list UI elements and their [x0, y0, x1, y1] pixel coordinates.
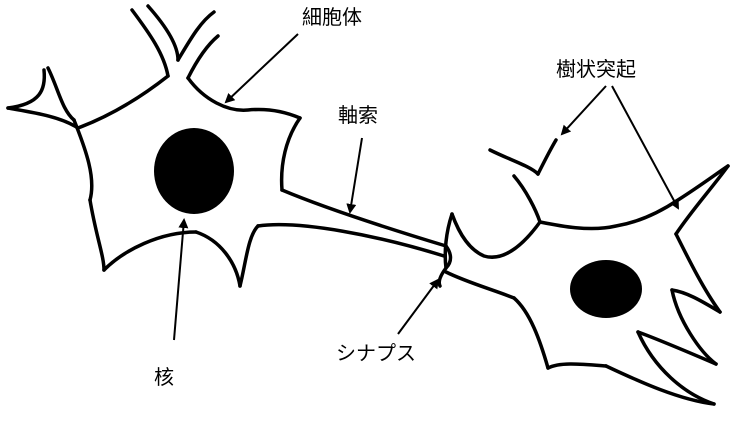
- neuron-right: [444, 138, 730, 406]
- arrow-dendrite-right: [611, 85, 679, 210]
- arrow-dendrite-left: [560, 85, 607, 136]
- arrow-cell-body: [224, 33, 299, 104]
- neuron-left-nucleus: [154, 128, 234, 214]
- arrow-axon: [346, 137, 363, 214]
- neuron-left-soma: [76, 74, 170, 130]
- neuron-left: [6, 4, 448, 288]
- neuron-left-dendrite-upper-left: [46, 66, 76, 122]
- neuron-right-nucleus: [570, 260, 642, 318]
- label-axon: 軸索: [338, 103, 378, 127]
- neuron-left-axon: [280, 188, 448, 248]
- synapse-terminal: [437, 212, 454, 288]
- label-nucleus: 核: [154, 365, 174, 389]
- neuron-right-dendrite-right: [538, 164, 730, 231]
- label-cell-body: 細胞体: [302, 5, 362, 29]
- arrow-nucleus: [173, 218, 189, 341]
- neuron-left-dendrite-top: [146, 4, 180, 62]
- neuron-right-dendrite-top: [488, 148, 540, 176]
- label-synapse: シナプス: [336, 341, 416, 365]
- label-dendrite: 樹状突起: [556, 57, 636, 81]
- arrow-synapse: [397, 278, 440, 335]
